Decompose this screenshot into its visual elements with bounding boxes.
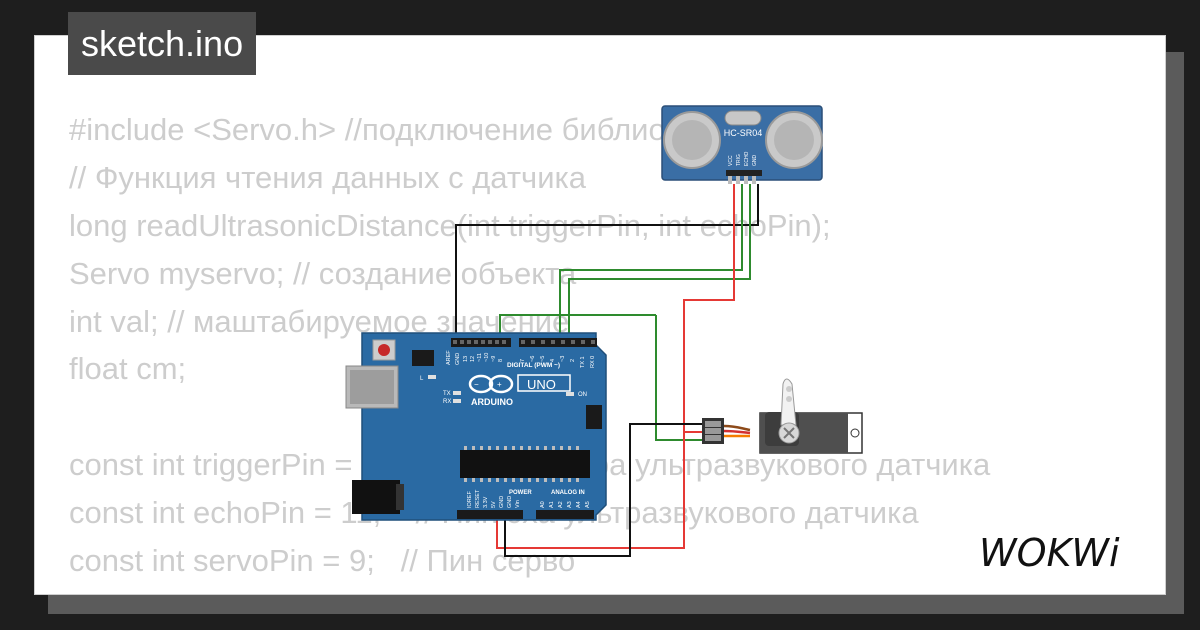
pin-label: GND: [507, 496, 513, 508]
wire-servo-gnd: [504, 423, 705, 557]
pin-label: 8: [498, 359, 504, 362]
svg-text:−: −: [474, 380, 479, 389]
led-l: [428, 375, 436, 379]
pin-label: IOREF: [467, 491, 473, 508]
brand-label: ARDUINO: [471, 397, 513, 407]
microcontroller-chip: [460, 450, 590, 478]
arduino-logo: − +: [468, 374, 571, 394]
pin-label: ~5: [540, 356, 546, 362]
ultrasonic-sensor[interactable]: HC-SR04 VCC TRIG ECHO GND: [661, 105, 823, 184]
sensor-pin-label: GND: [752, 155, 758, 167]
arduino-uno-board[interactable]: AREF GND 13 12 ~11 ~10 ~9 8 7 ~6 ~5 4 ~3…: [345, 332, 607, 521]
pin-label: 13: [463, 356, 469, 362]
pin-label: 12: [470, 356, 476, 362]
pin-label: A4: [576, 501, 582, 508]
sensor-pin-label: ECHO: [744, 151, 750, 166]
servo-horn[interactable]: [780, 378, 797, 426]
pin-label: GND: [499, 496, 505, 508]
pin-label: A0: [540, 501, 546, 508]
code-line: Servo myservo; // создание объекта: [69, 255, 577, 291]
sensor-pin-label: VCC: [728, 155, 734, 166]
wire-gnd: [455, 184, 759, 348]
wire-echo: [568, 184, 751, 348]
pin-label: ~3: [560, 356, 566, 362]
on-label: ON: [578, 392, 587, 398]
power-label: POWER: [509, 490, 532, 496]
pin-label: 3.3V: [483, 496, 489, 508]
analog-header: [536, 510, 594, 519]
pin-label: A1: [549, 501, 555, 508]
pin-label: 2: [570, 359, 576, 362]
code-line: float cm;: [69, 351, 187, 387]
code-line: // Функция чтения данных с датчика: [69, 159, 587, 195]
pin-label: 5V: [491, 501, 497, 508]
digital-label: DIGITAL (PWM ~): [507, 362, 560, 369]
led-tx: [453, 391, 461, 395]
led-rx-label: RX: [443, 399, 451, 405]
wokwi-logo-text: WOKWi: [979, 531, 1120, 575]
led-l-label: L: [420, 376, 424, 382]
pin-label: ~10: [484, 353, 490, 362]
sensor-pin-label: TRIG: [736, 154, 742, 166]
wokwi-logo: WOKWi: [979, 531, 1120, 575]
code-line: #include <Servo.h> //подключение библиот…: [69, 112, 728, 147]
pin-label: ~6: [530, 356, 536, 362]
top-pin-labels: AREF GND 13 12 ~11 ~10 ~9 8 7 ~6 ~5 4 ~3…: [446, 350, 596, 368]
pin-label: 4: [550, 359, 556, 362]
pin-label: 7: [520, 359, 526, 362]
pin-label: AREF: [446, 350, 452, 365]
pin-label: TX 1: [580, 356, 586, 368]
pin-label: A3: [567, 501, 573, 508]
code-line: const int servoPin = 9; // Пин серво: [69, 543, 576, 579]
pin-label: RESET: [475, 489, 481, 508]
power-jack: [352, 480, 400, 514]
model-label: UNO: [527, 377, 556, 392]
led-tx-label: TX: [443, 391, 451, 397]
file-title: sketch.ino: [68, 12, 257, 75]
pin-label: RX 0: [590, 356, 596, 368]
pin-label: ~11: [477, 353, 483, 362]
bottom-pin-labels: IOREF RESET 3.3V 5V GND GND Vin A0 A1 A2…: [467, 489, 591, 508]
sensor-model-label: HC-SR04: [724, 128, 763, 138]
led-rx: [453, 399, 461, 403]
svg-text:+: +: [497, 380, 502, 389]
pin-label: Vin: [515, 500, 521, 508]
wire-trig: [559, 184, 743, 348]
servo-motor[interactable]: [702, 378, 863, 454]
pin-label: ~9: [491, 356, 497, 362]
top-header-right: [519, 338, 597, 347]
led-on: [566, 392, 574, 396]
power-header: [457, 510, 523, 519]
pin-label: A2: [558, 501, 564, 508]
pin-label: A5: [585, 501, 591, 508]
pin-label: GND: [455, 353, 461, 365]
analog-label: ANALOG IN: [551, 490, 585, 496]
